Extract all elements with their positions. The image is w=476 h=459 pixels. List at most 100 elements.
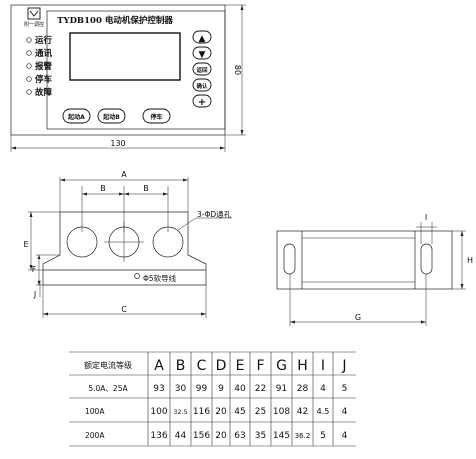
table-cell: 4 <box>342 431 348 441</box>
label-c: C <box>121 305 127 314</box>
plus-icon: + <box>198 97 206 108</box>
table-cell: 25 <box>255 407 266 417</box>
table-cell: 35 <box>255 431 266 441</box>
table-row: 5.0A、25A 93 30 99 9 40 22 91 28 4 5 <box>88 384 347 394</box>
lcd-display <box>69 32 181 81</box>
panel-title: TYDB100 电动机保护控制器 <box>57 15 173 26</box>
table-cell: 20 <box>215 407 227 417</box>
table-cell: 28 <box>297 384 309 394</box>
label-i: I <box>425 213 427 222</box>
dimension-130: 130 <box>10 135 226 152</box>
table-cell: 200A <box>85 431 105 440</box>
led-icon <box>26 76 32 82</box>
table-header: G <box>276 358 287 374</box>
table-cell: 93 <box>153 384 164 394</box>
led-icon <box>26 89 32 95</box>
dim-height-label: 80 <box>233 65 242 75</box>
table-cell: 116 <box>193 407 210 417</box>
table-cell: 63 <box>234 431 245 441</box>
mount-slot-icon <box>420 243 433 275</box>
start-b-label: 起动B <box>102 113 120 121</box>
table-cell: 42 <box>297 407 308 417</box>
mount-view: A B B 3-ΦD通孔 Φ5软导线 E <box>23 170 232 318</box>
indicator-label: 通讯 <box>35 48 53 59</box>
logo-caption: 附一调控 <box>24 21 44 28</box>
logo-icon <box>27 7 41 20</box>
mount-slot-icon <box>283 243 296 275</box>
wire-icon <box>134 273 140 279</box>
table-cell: 5 <box>320 431 326 441</box>
table-cell: 5.0A、25A <box>88 384 128 393</box>
label-j: J <box>33 290 36 299</box>
led-icon <box>26 63 32 69</box>
label-a: A <box>121 170 127 179</box>
table-cell: 45 <box>234 407 245 417</box>
led-icon <box>26 37 32 43</box>
table-cell: 4 <box>320 384 326 394</box>
return-button[interactable]: 返回 <box>192 62 212 76</box>
table-cell: 40 <box>234 384 246 394</box>
table-cell: 30 <box>175 384 187 394</box>
label-b-left: B <box>100 184 106 193</box>
table-cell: 100A <box>85 407 105 416</box>
indicator-label: 故障 <box>35 87 53 98</box>
down-button[interactable]: ▼ <box>192 46 212 60</box>
table-header: D <box>216 358 227 374</box>
start-a-label: 起动A <box>67 113 85 121</box>
label-e: E <box>23 240 28 249</box>
holes-note: 3-ΦD通孔 <box>197 209 232 219</box>
up-arrow-icon: ▲ <box>199 34 206 44</box>
label-h: H <box>467 256 473 265</box>
down-arrow-icon: ▼ <box>199 50 206 60</box>
start-b-button[interactable]: 起动B <box>97 108 126 124</box>
table-cell: 44 <box>175 431 187 441</box>
table-header: J <box>341 358 346 374</box>
table-cell: 32.5 <box>173 408 187 416</box>
table-cell: 9 <box>218 384 224 394</box>
wire-note: Φ5软导线 <box>143 273 177 283</box>
indicator-list: 运行 通讯 报警 停车 故障 <box>26 35 53 98</box>
table-cell: 156 <box>193 431 210 441</box>
confirm-button-label: 确认 <box>196 82 208 90</box>
table-header: 额定电流等级 <box>84 360 132 370</box>
start-a-button[interactable]: 起动A <box>62 108 91 124</box>
table-header: H <box>297 358 308 374</box>
stop-label: 停车 <box>150 113 162 121</box>
up-button[interactable]: ▲ <box>192 30 212 44</box>
stop-button[interactable]: 停车 <box>142 108 171 124</box>
table-header: C <box>197 358 207 374</box>
plus-button[interactable]: + <box>192 94 212 108</box>
side-view: I H G <box>276 213 473 326</box>
indicator-label: 运行 <box>35 35 53 46</box>
hole-icon <box>66 226 98 258</box>
table-cell: 4 <box>342 407 348 417</box>
confirm-button[interactable]: 确认 <box>192 78 212 92</box>
table-cell: 20 <box>215 431 227 441</box>
front-panel: 附一调控 TYDB100 电动机保护控制器 运行 通讯 报警 停车 故障 ▲ <box>10 4 246 152</box>
dimension-80: 80 <box>225 4 246 136</box>
table-cell: 4.5 <box>317 407 330 416</box>
label-g: G <box>355 313 361 322</box>
led-icon <box>26 50 32 56</box>
table-row: 100A 100 32.5 116 20 45 25 108 42 4.5 4 <box>85 407 348 417</box>
side-button-column: ▲ ▼ 返回 确认 + <box>192 30 212 108</box>
panel-bezel <box>46 10 226 130</box>
table-cell: 145 <box>273 431 290 441</box>
label-b-right: B <box>143 184 149 193</box>
table-cell: 100 <box>150 407 167 417</box>
indicator-label: 停车 <box>35 74 53 85</box>
return-button-label: 返回 <box>196 66 208 74</box>
dimension-table: 额定电流等级 A B C D E F G H I J 5.0A、25A 93 3… <box>69 351 356 447</box>
table-cell: 91 <box>276 384 287 394</box>
table-cell: 22 <box>255 384 266 394</box>
label-f: F <box>32 265 37 274</box>
table-row: 200A 136 44 156 20 63 35 145 36.2 5 4 <box>85 431 348 441</box>
table-header: I <box>321 358 325 374</box>
table-cell: 5 <box>342 384 348 394</box>
table-cell: 99 <box>196 384 208 394</box>
table-cell: 36.2 <box>295 432 311 440</box>
table-header: F <box>256 358 264 374</box>
table-cell: 108 <box>273 407 290 417</box>
table-header: E <box>236 358 245 374</box>
